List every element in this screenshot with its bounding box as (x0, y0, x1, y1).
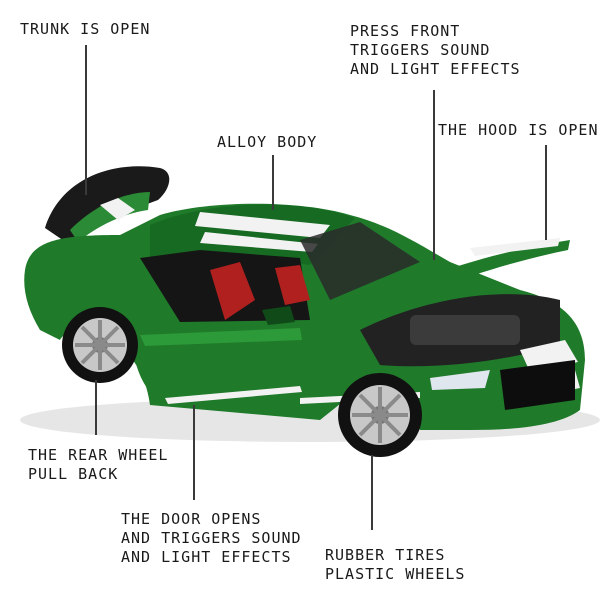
press-front-callout-line (433, 90, 435, 260)
trunk-label: TRUNK IS OPEN (20, 20, 151, 38)
door-label: THE DOOR OPENS AND TRIGGERS SOUND AND LI… (121, 510, 302, 566)
rear-wheel-callout-line (95, 380, 97, 435)
press-front-label: PRESS FRONT TRIGGERS SOUND AND LIGHT EFF… (350, 22, 521, 78)
tires-label: RUBBER TIRES PLASTIC WHEELS (325, 546, 466, 583)
tires-callout-line (371, 455, 373, 530)
trunk-lid (45, 166, 170, 245)
hood (330, 240, 570, 330)
alloy-body-label: ALLOY BODY (217, 133, 318, 151)
trunk-callout-line (85, 45, 87, 195)
front-wheel (338, 373, 422, 457)
hood-callout-line (545, 145, 547, 240)
rear-wheel-label: THE REAR WHEEL PULL BACK (28, 446, 169, 483)
hood-label: THE HOOD IS OPEN (438, 121, 599, 139)
door-callout-line (193, 405, 195, 500)
rear-wheel (62, 307, 138, 383)
alloy-body-callout-line (272, 155, 274, 210)
